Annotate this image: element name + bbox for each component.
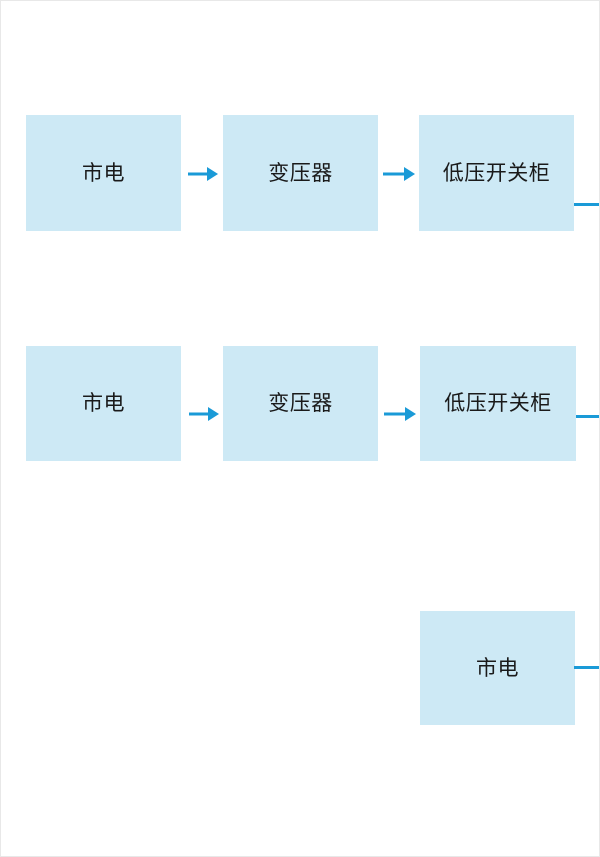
process-node-label: 低压开关柜 (444, 391, 552, 415)
process-node[interactable]: 变压器 (223, 115, 378, 231)
flow-arrow-head (208, 407, 219, 421)
process-node-label: 市电 (82, 391, 125, 415)
process-node-label: 市电 (476, 655, 519, 680)
process-node[interactable]: 市电 (26, 346, 181, 461)
flow-arrow-icon (384, 407, 416, 421)
flow-arrow-head (404, 167, 415, 181)
process-node[interactable]: 变压器 (223, 346, 378, 461)
flow-arrow-head (207, 167, 218, 181)
process-node[interactable]: 市电 (26, 115, 181, 231)
process-node-label: 市电 (82, 160, 125, 185)
process-node[interactable]: 低压开关柜 (420, 346, 576, 461)
connector-line (574, 203, 599, 206)
connector-line (574, 666, 599, 669)
flow-arrow-head (405, 407, 416, 421)
process-node[interactable]: 低压开关柜 (419, 115, 574, 231)
flow-arrow-icon (188, 167, 218, 181)
flow-arrow-icon (383, 167, 415, 181)
process-node-label: 低压开关柜 (442, 160, 551, 185)
flow-arrow-shaft (384, 412, 407, 416)
flow-arrow-shaft (383, 172, 406, 176)
flow-arrow-icon (189, 407, 219, 421)
connector-line (576, 415, 599, 418)
flow-arrow-shaft (188, 172, 209, 176)
process-node-label: 变压器 (268, 160, 333, 185)
process-node-label: 变压器 (268, 391, 333, 415)
process-node[interactable]: 市电 (420, 611, 575, 725)
flow-arrow-shaft (189, 412, 210, 416)
